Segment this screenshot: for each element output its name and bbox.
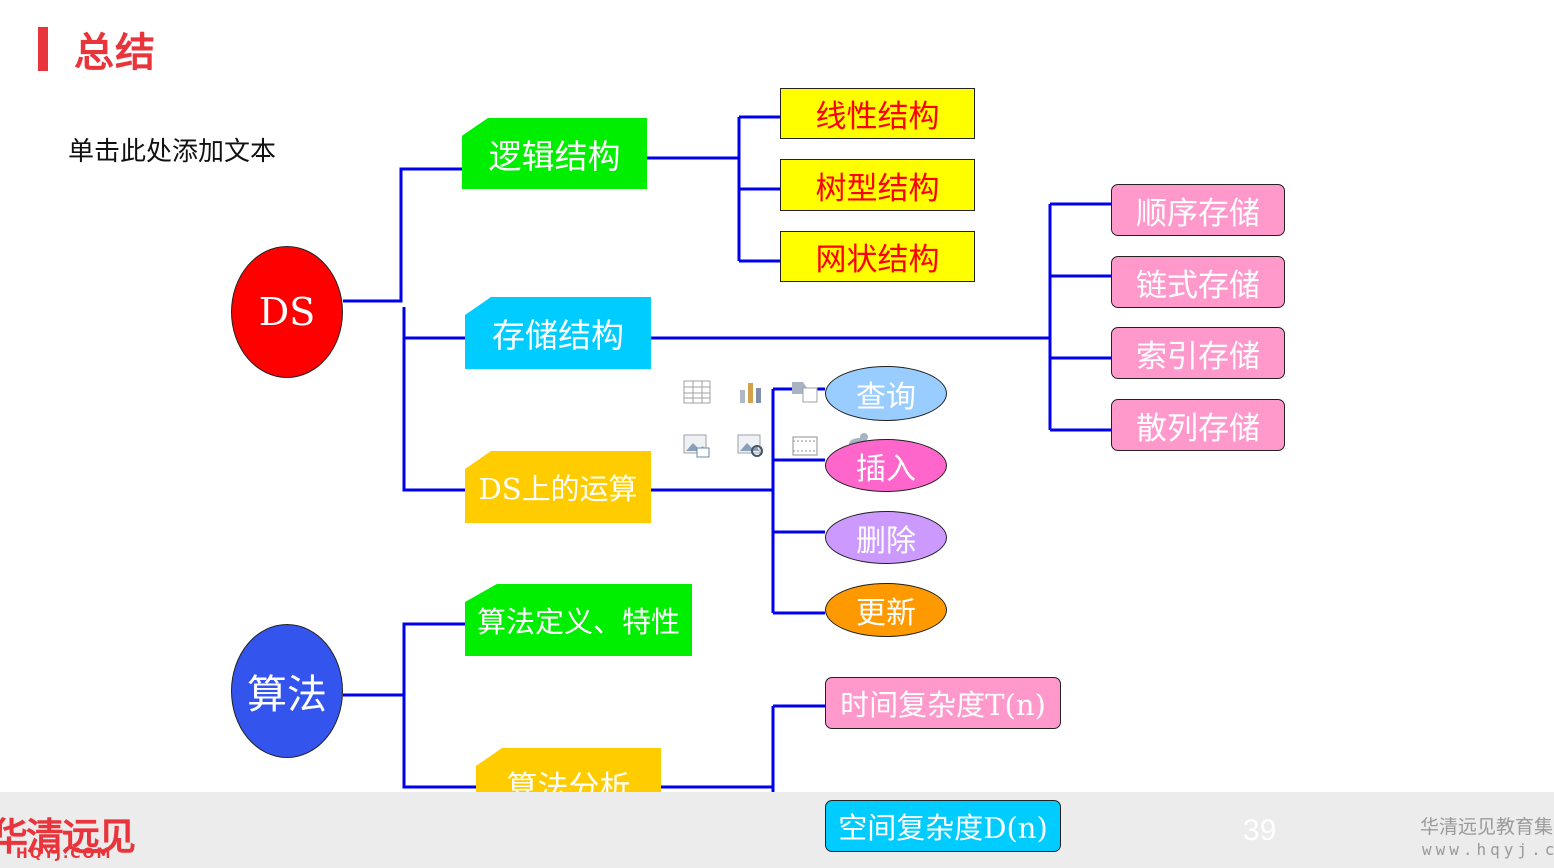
hash-storage-label: 散列存储: [1136, 410, 1260, 447]
index-storage-node: 索引存储: [1111, 327, 1285, 379]
table-icon[interactable]: [683, 380, 711, 404]
text-placeholder[interactable]: 单击此处添加文本: [68, 137, 277, 167]
index-storage-label: 索引存储: [1136, 338, 1260, 375]
algo-definition-label: 算法定义、特性: [476, 605, 680, 639]
insert-node: 插入: [825, 439, 947, 492]
linear-structure-label: 线性结构: [815, 99, 940, 135]
tree-structure-node: 树型结构: [780, 159, 975, 211]
tree-structure-label: 树型结构: [815, 170, 940, 207]
update-node: 更新: [825, 583, 947, 637]
delete-label: 删除: [856, 523, 916, 559]
linked-storage-node: 链式存储: [1111, 256, 1285, 308]
space-complexity-label: 空间复杂度D(n): [838, 811, 1048, 845]
ds-label: DS: [258, 290, 316, 334]
algo-label: 算法: [247, 672, 327, 718]
graph-structure-node: 网状结构: [780, 231, 975, 282]
time-complexity-node: 时间复杂度T(n): [825, 677, 1061, 729]
chart-icon[interactable]: [737, 380, 765, 404]
sequential-storage-label: 顺序存储: [1136, 195, 1260, 232]
title-accent-bar: [38, 27, 48, 71]
logic-structure-label: 逻辑结构: [488, 136, 621, 176]
ds-operations-node: DS上的运算: [465, 451, 651, 523]
graph-structure-label: 网状结构: [815, 242, 940, 278]
picture-icon[interactable]: [683, 434, 711, 458]
video-icon[interactable]: [791, 434, 819, 458]
algo-node: 算法: [231, 624, 343, 758]
sequential-storage-node: 顺序存储: [1111, 184, 1285, 236]
logic-structure-node: 逻辑结构: [462, 118, 647, 189]
space-complexity-node: 空间复杂度D(n): [825, 800, 1061, 852]
query-label: 查询: [856, 379, 916, 415]
storage-structure-label: 存储结构: [492, 316, 624, 355]
company-name: 华清远见教育集: [1420, 816, 1554, 838]
hash-storage-node: 散列存储: [1111, 399, 1285, 451]
company-website: www.hqyj.c: [1422, 840, 1554, 859]
online-picture-icon[interactable]: [737, 434, 765, 458]
delete-node: 删除: [825, 511, 947, 564]
algo-definition-node: 算法定义、特性: [465, 584, 692, 656]
footer-bar: [0, 792, 1554, 868]
page-number: 39: [1243, 814, 1277, 847]
smartart-icon[interactable]: [791, 380, 819, 404]
slide-title: 总结: [74, 30, 156, 76]
ds-node: DS: [231, 246, 343, 378]
update-label: 更新: [856, 596, 916, 631]
linear-structure-node: 线性结构: [780, 88, 975, 139]
query-node: 查询: [825, 366, 947, 421]
company-logo-subtitle: HQYJ.COM: [16, 846, 113, 862]
insert-label: 插入: [856, 451, 916, 487]
company-logo: 华清远见: [0, 815, 136, 859]
ds-operations-label: DS上的运算: [478, 472, 638, 506]
linked-storage-label: 链式存储: [1136, 267, 1260, 304]
storage-structure-node: 存储结构: [465, 297, 651, 369]
time-complexity-label: 时间复杂度T(n): [840, 688, 1046, 722]
